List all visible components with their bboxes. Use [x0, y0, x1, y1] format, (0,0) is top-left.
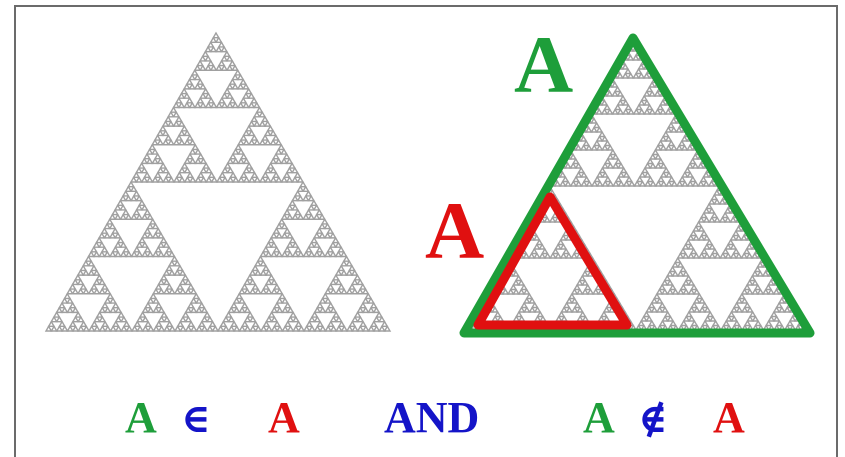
statement-left-lhs: A	[125, 393, 157, 442]
outer-set-label: A	[514, 19, 573, 110]
set-statement: A ∈ A AND A ∉ A	[125, 393, 745, 442]
statement-left-rhs: A	[268, 393, 300, 442]
statement-right-lhs: A	[583, 393, 615, 442]
sierpinski-triangle-plain	[46, 33, 390, 331]
inner-set-label: A	[425, 185, 484, 276]
fractal-cell	[213, 33, 218, 38]
not-element-of-symbol: ∉	[638, 396, 668, 441]
element-of-symbol: ∈	[181, 396, 211, 441]
statement-right-rhs: A	[713, 393, 745, 442]
and-connector: AND	[384, 393, 479, 442]
